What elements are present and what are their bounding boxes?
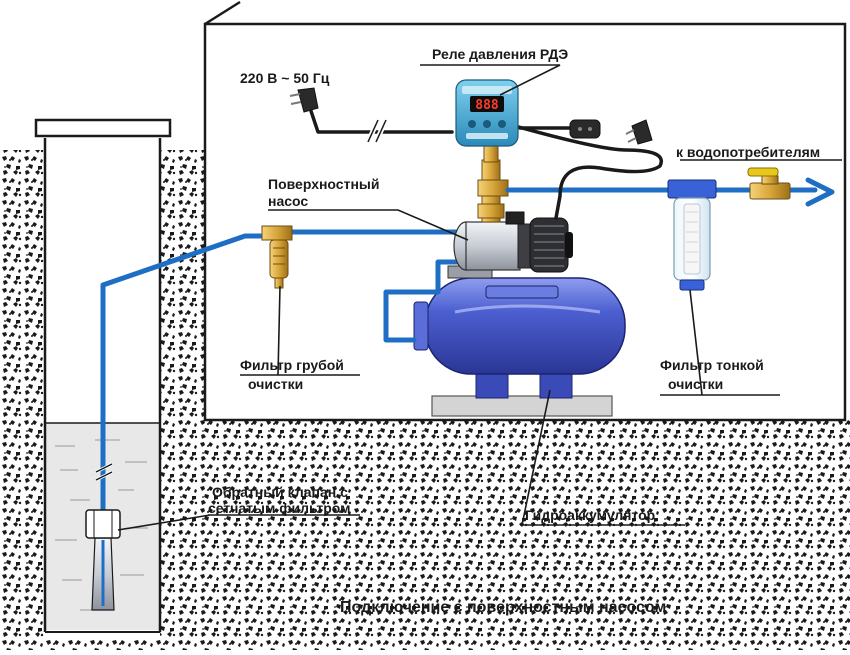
well-pipe xyxy=(100,233,265,608)
power-cable xyxy=(308,106,663,220)
tank-base xyxy=(431,395,613,417)
label-accumulator: Гидроаккумулятор xyxy=(525,507,655,523)
label-power: 220 В ~ 50 Гц xyxy=(240,70,330,86)
coarse-filter xyxy=(261,225,293,289)
diagram-caption: Подключение с поверхностным насосом xyxy=(340,599,666,616)
pipe-break xyxy=(95,462,113,482)
label-coarse-line2: очистки xyxy=(248,376,303,392)
surface-pump xyxy=(447,211,573,279)
brass-fittings xyxy=(477,145,509,223)
plug-right-icon xyxy=(625,119,653,145)
flow-arrow-icon xyxy=(805,177,835,207)
label-fine-line1: Фильтр тонкой xyxy=(660,357,764,373)
check-valve xyxy=(85,509,121,611)
cable-break xyxy=(365,118,389,144)
leader-lines xyxy=(117,64,842,531)
ball-valve xyxy=(747,167,791,200)
tank-pipe xyxy=(383,259,473,343)
pressure-tank xyxy=(413,277,626,417)
labels: 220 В ~ 50 Гц Реле давления РДЭ к водопо… xyxy=(208,46,820,616)
label-fine-line2: очистки xyxy=(668,376,723,392)
label-pump-line1: Поверхностный xyxy=(268,176,379,192)
house-outline xyxy=(203,0,847,422)
label-relay: Реле давления РДЭ xyxy=(432,46,568,62)
label-valve-line2: сетчатым фильтром xyxy=(208,500,350,516)
relay-display: 888 xyxy=(475,98,499,113)
pressure-relay: 888 xyxy=(455,79,519,147)
plug-left-icon xyxy=(289,87,319,113)
label-pump-line2: насос xyxy=(268,193,308,209)
label-valve-line1: Обратный клапан с xyxy=(212,484,348,500)
label-consumers: к водопотребителям xyxy=(676,144,820,160)
label-coarse-line1: Фильтр грубой xyxy=(240,357,344,373)
well-cap xyxy=(34,118,172,138)
socket-icon xyxy=(569,119,601,139)
fine-filter xyxy=(667,179,717,291)
